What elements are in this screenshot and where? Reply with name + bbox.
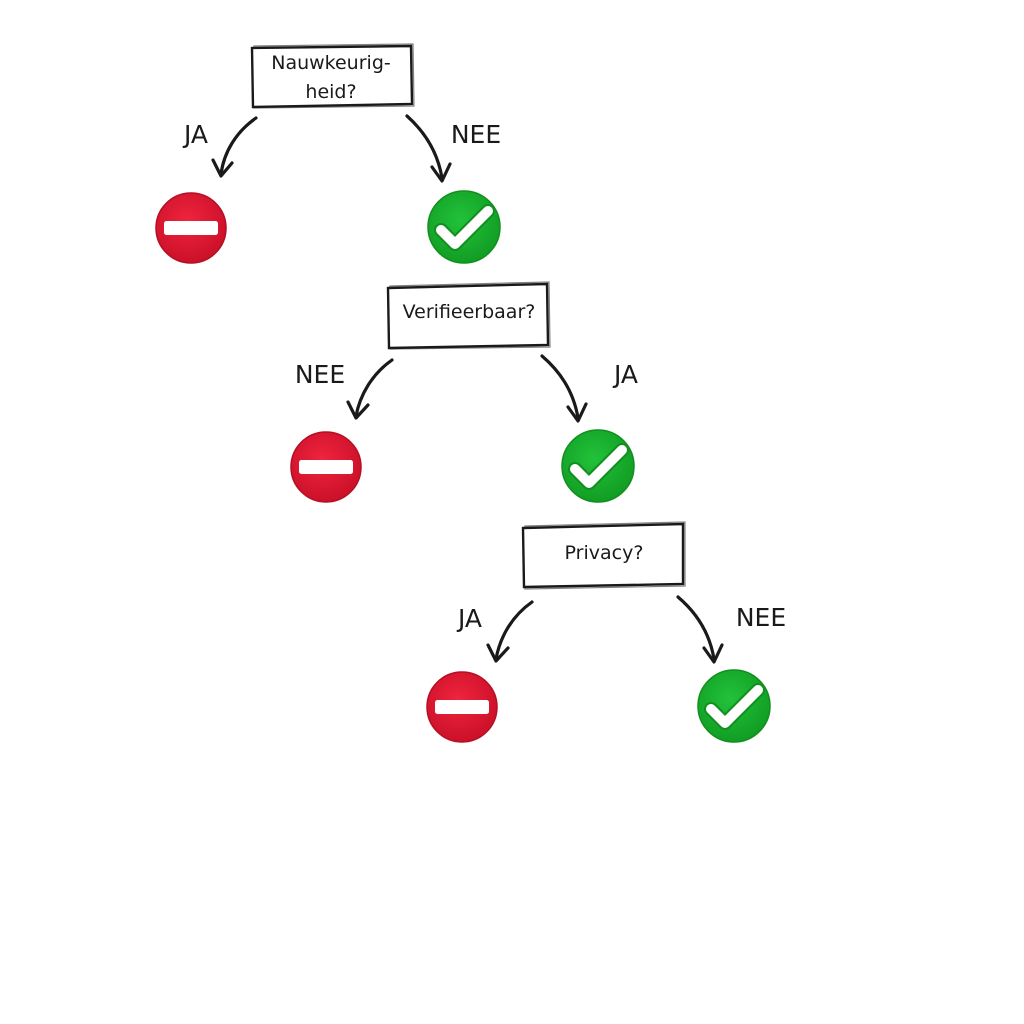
branch-label-right-2: JA — [612, 360, 638, 389]
checkmark-icon — [561, 429, 635, 503]
branch-label-left-2: NEE — [295, 360, 345, 389]
question-line: heid? — [305, 81, 356, 103]
branch-right-3 — [676, 595, 724, 664]
checkmark-icon — [697, 669, 771, 743]
no-entry-icon — [290, 431, 362, 503]
branch-left-2 — [346, 358, 394, 420]
checkmark-icon — [427, 190, 501, 264]
branch-left-1 — [211, 116, 258, 178]
no-entry-icon — [155, 192, 227, 264]
decision-node-accuracy: Nauwkeurig- heid? — [250, 43, 415, 109]
no-entry-icon — [426, 671, 498, 743]
branch-label-left-1: JA — [182, 120, 208, 149]
question-line: Nauwkeurig- — [271, 52, 391, 74]
branch-label-left-3: JA — [456, 604, 482, 633]
decision-node-privacy: Privacy? — [521, 521, 686, 590]
branch-left-3 — [486, 600, 534, 663]
decision-node-verifiable: Verifieerbaar? — [386, 281, 551, 350]
branch-right-1 — [405, 114, 452, 183]
branch-right-2 — [540, 354, 588, 423]
branch-label-right-1: NEE — [451, 120, 501, 149]
question-line: Privacy? — [565, 542, 644, 564]
question-line: Verifieerbaar? — [403, 301, 536, 323]
branch-label-right-3: NEE — [736, 603, 786, 632]
